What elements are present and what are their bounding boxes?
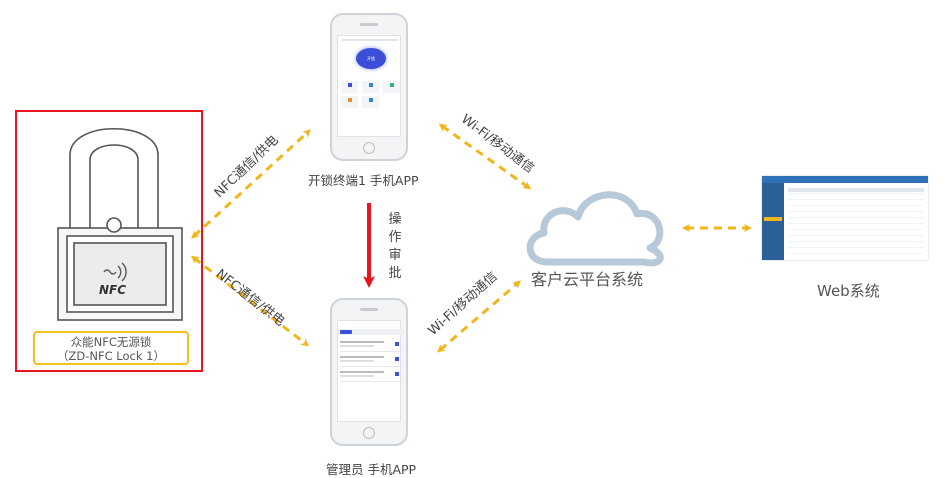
cloud-label: 客户云平台系统	[531, 270, 644, 289]
wifi-top-arrow	[438, 123, 532, 190]
list-item[interactable]	[340, 339, 402, 352]
unlock-terminal-screen: 开锁	[337, 35, 401, 137]
feature-tile[interactable]	[341, 96, 358, 108]
feature-tile[interactable]	[362, 96, 379, 108]
lock-name: 众能NFC无源锁	[70, 335, 152, 349]
admin-phone	[330, 298, 408, 446]
wifi-bottom-arrow	[436, 280, 522, 353]
web-system-screenshot	[762, 176, 928, 260]
nfc-top-arrow	[191, 129, 311, 239]
unlock-terminal-label: 开锁终端1 手机APP	[308, 173, 419, 188]
home-button-icon	[363, 427, 375, 439]
padlock-icon	[57, 128, 183, 321]
nfc-mark: NFC	[99, 283, 127, 297]
cloud-shape	[526, 191, 664, 267]
lock-caption: 众能NFC无源锁 （ZD-NFC Lock 1）	[33, 331, 189, 365]
lock-highlight-box	[15, 110, 203, 372]
feature-grid	[341, 81, 401, 111]
web-sidebar	[762, 183, 784, 260]
web-table	[788, 188, 924, 256]
home-button-icon	[363, 142, 375, 154]
feature-tile[interactable]	[383, 81, 400, 93]
admin-label: 管理员 手机APP	[326, 462, 417, 477]
web-topbar	[762, 176, 928, 183]
unlock-terminal-phone: 开锁	[330, 13, 408, 161]
feature-tile[interactable]	[362, 81, 379, 93]
lock-model: （ZD-NFC Lock 1）	[57, 349, 165, 363]
admin-tab-bar	[338, 329, 404, 335]
unlock-button[interactable]: 开锁	[356, 48, 386, 69]
web-label: Web系统	[817, 282, 880, 300]
feature-tile[interactable]	[341, 81, 358, 93]
list-item[interactable]	[340, 354, 402, 367]
nfc-bottom-arrow	[190, 255, 310, 347]
list-item[interactable]	[340, 369, 402, 382]
approval-label: 操 作 审 批	[388, 212, 402, 281]
admin-screen	[337, 320, 404, 422]
